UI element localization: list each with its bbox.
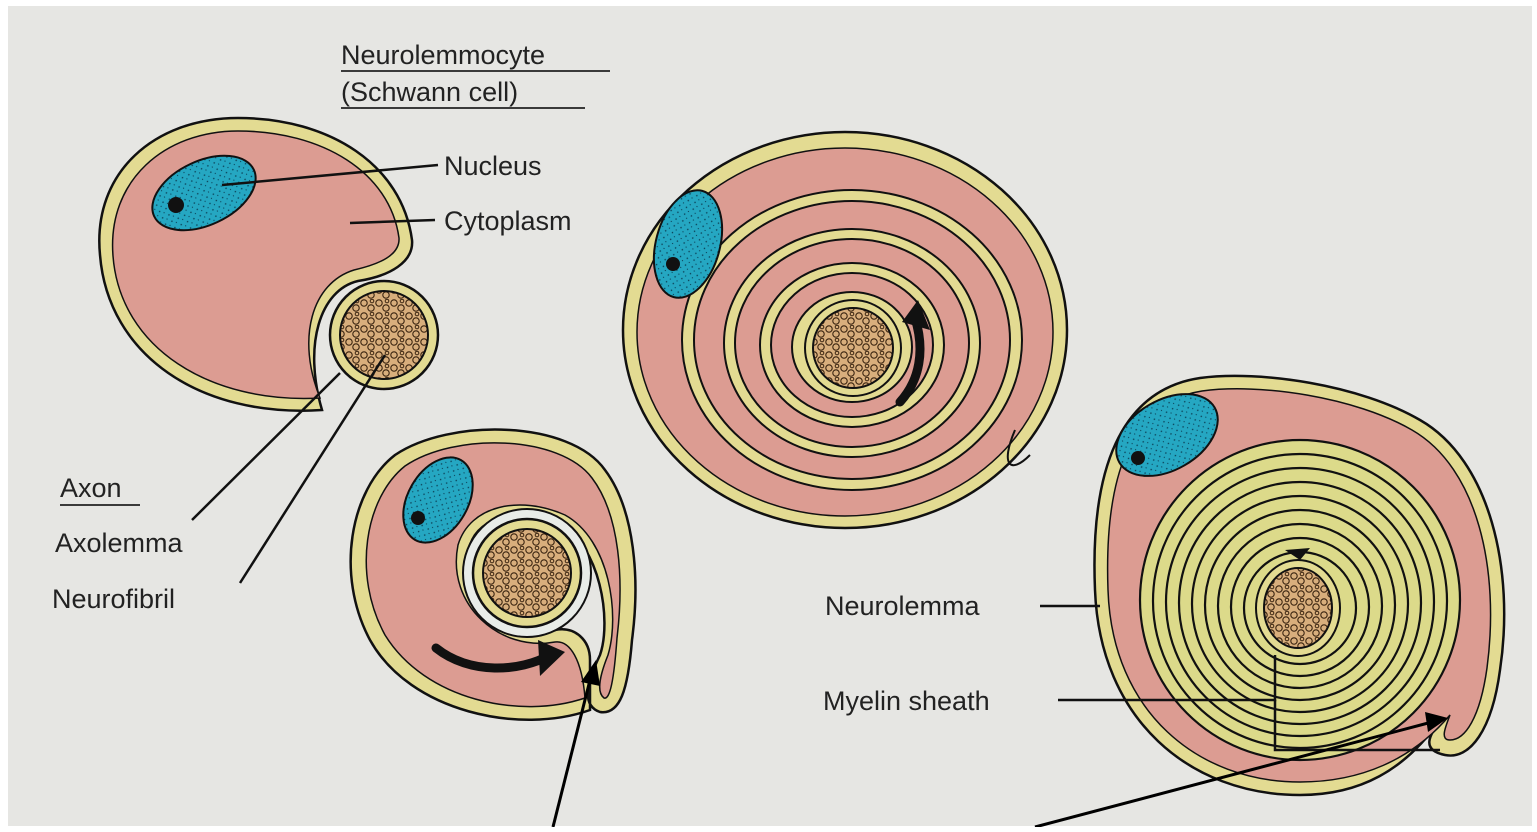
stage1-axon: [330, 281, 438, 389]
title-line2: (Schwann cell): [341, 77, 518, 107]
label-nucleus: Nucleus: [444, 151, 542, 181]
title-line1: Neurolemmocyte: [341, 40, 545, 70]
label-axolemma: Axolemma: [55, 528, 184, 558]
label-cytoplasm: Cytoplasm: [444, 206, 572, 236]
stage4-axon: [1256, 560, 1340, 656]
label-myelin-sheath: Myelin sheath: [823, 686, 990, 716]
label-neurolemma: Neurolemma: [825, 591, 981, 621]
label-neurofibril: Neurofibril: [52, 584, 175, 614]
label-axon: Axon: [60, 473, 122, 503]
stage2-axon: [463, 509, 591, 637]
